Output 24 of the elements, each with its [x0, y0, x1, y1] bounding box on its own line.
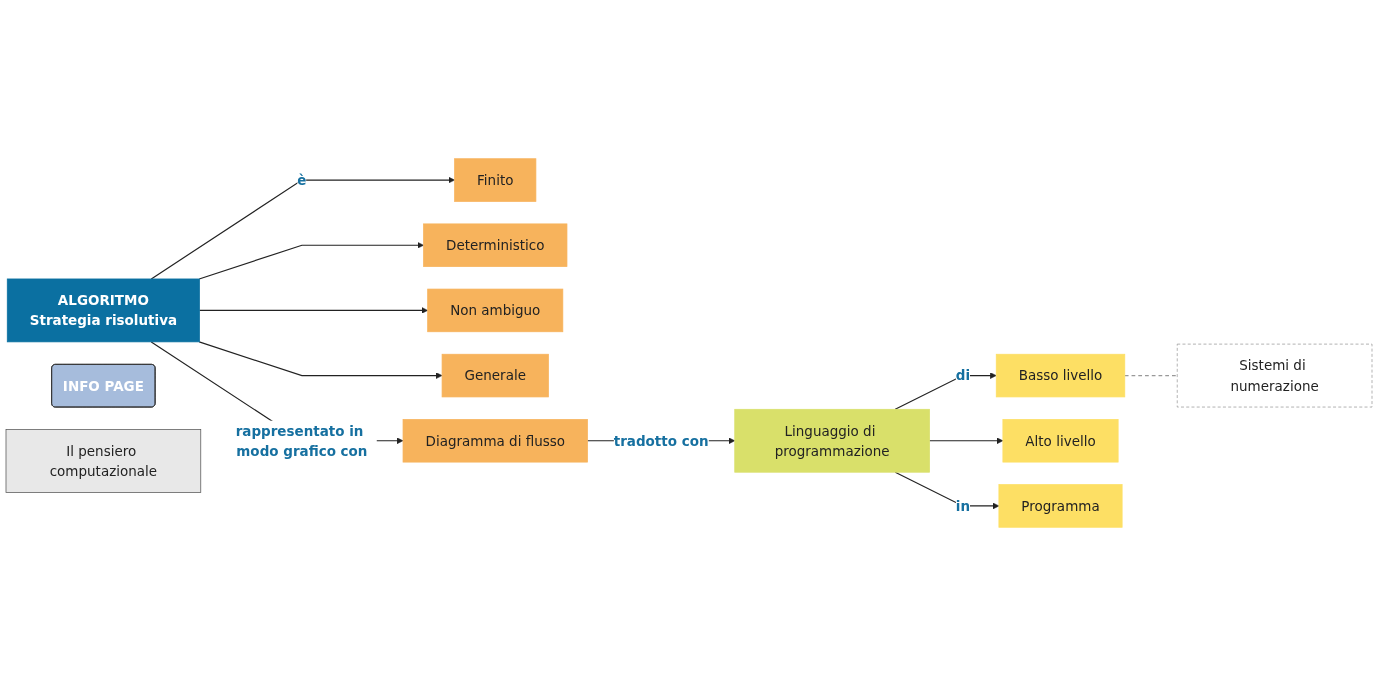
- node-box: Deterministico: [423, 223, 568, 267]
- arrow: [894, 471, 1000, 510]
- arrow: [150, 176, 455, 280]
- arrow: [198, 341, 443, 379]
- node-box: Programma: [998, 484, 1123, 528]
- arrow: [198, 241, 424, 280]
- node-box: Il pensiero computazionale: [5, 429, 202, 493]
- edge-label: di: [955, 367, 971, 384]
- edge-label: rappresentato in modo grafico con: [235, 422, 368, 459]
- node-box: ALGORITMO Strategia risolutiva: [6, 278, 200, 343]
- node-box: Linguaggio di programmazione: [734, 408, 930, 473]
- connector: [1124, 375, 1178, 377]
- node-box: Diagramma di flusso: [402, 419, 588, 463]
- edge-label: in: [955, 498, 970, 514]
- node-box: Finito: [454, 158, 537, 202]
- node-box: Alto livello: [1002, 419, 1119, 463]
- edge-label: è: [297, 172, 307, 188]
- node-box: Basso livello: [995, 353, 1126, 398]
- node-box: Sistemi di numerazione: [1176, 343, 1373, 408]
- arrow: [198, 307, 428, 314]
- edge-label: tradotto con: [613, 432, 709, 449]
- arrow: [928, 437, 1004, 445]
- node-box: Generale: [441, 353, 549, 398]
- node-box: Non ambiguo: [427, 288, 564, 333]
